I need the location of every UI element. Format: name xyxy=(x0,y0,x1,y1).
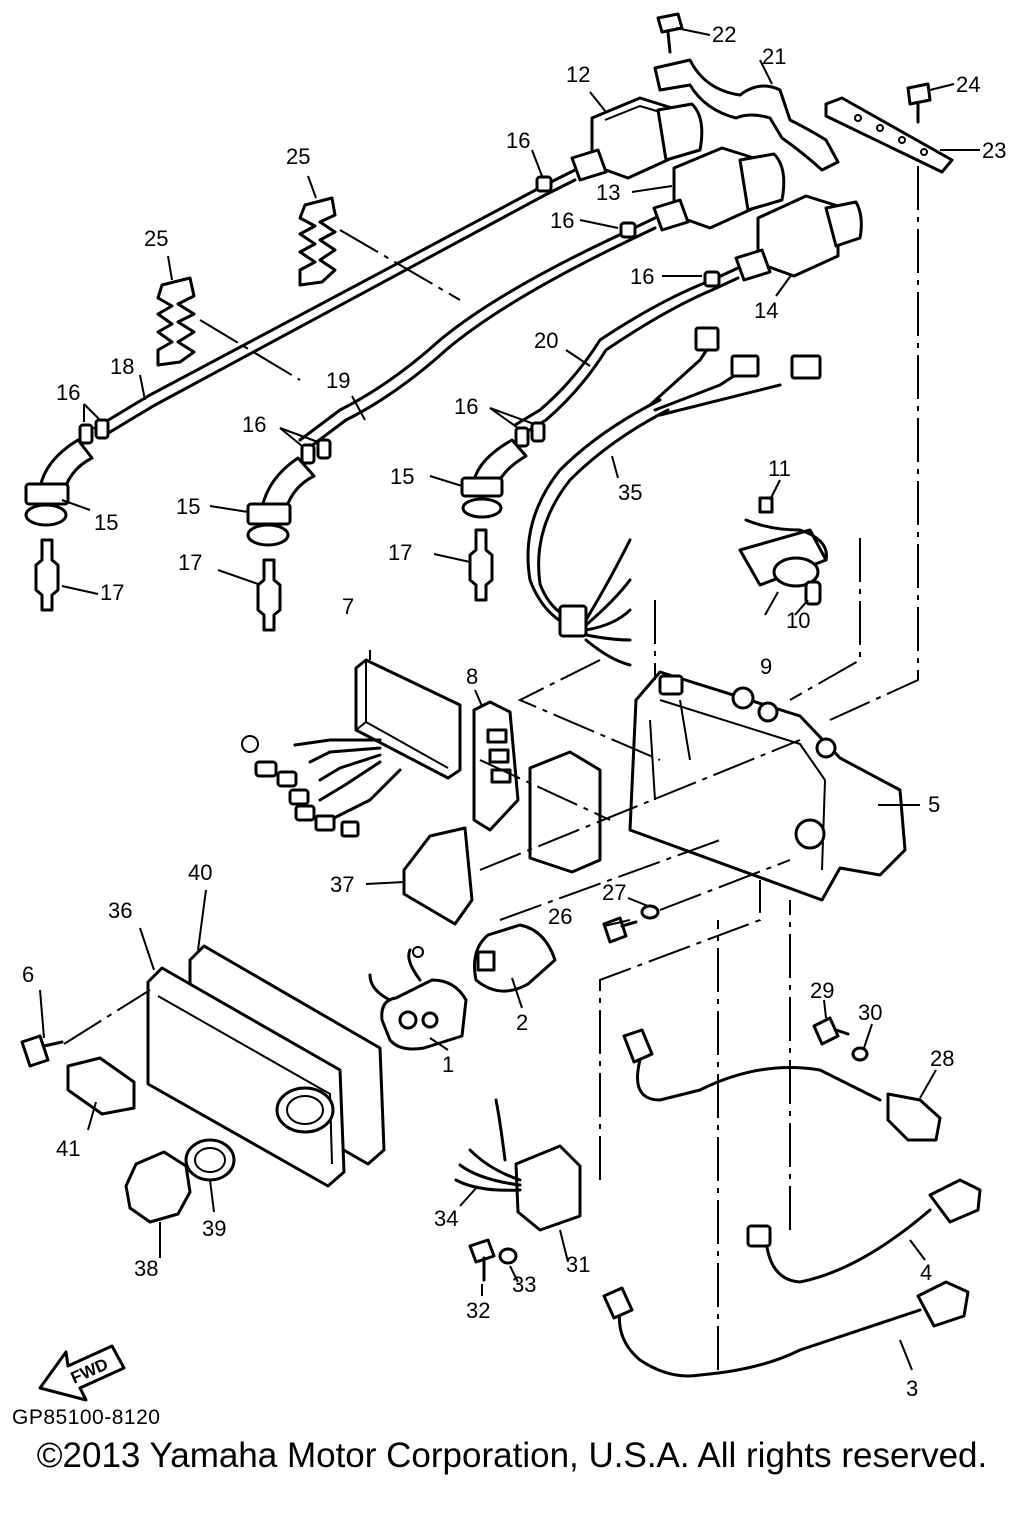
electrical-box-base-5[interactable] xyxy=(628,670,907,902)
lead-3[interactable] xyxy=(602,1280,970,1378)
callout-5: 5 xyxy=(928,792,940,817)
wire-clamp-25-lower[interactable] xyxy=(156,276,196,367)
cover-37[interactable] xyxy=(402,826,474,926)
callout-28: 28 xyxy=(930,1046,954,1071)
exploded-parts-diagram: 1 2 3 4 5 6 7 8 9 10 11 12 13 14 15 15 1… xyxy=(20,12,1006,1402)
callout-15b: 15 xyxy=(176,494,200,519)
callout-8: 8 xyxy=(466,664,478,689)
wire-clamp-25-upper[interactable] xyxy=(298,196,337,287)
callout-36: 36 xyxy=(108,898,132,923)
callout-17c: 17 xyxy=(388,540,412,565)
callout-16c: 16 xyxy=(630,264,654,289)
cdi-unit-7[interactable] xyxy=(241,658,462,838)
callout-21: 21 xyxy=(762,44,786,69)
callout-16f: 16 xyxy=(454,394,478,419)
forward-direction-arrow: FWD xyxy=(38,1344,126,1402)
washer-27[interactable] xyxy=(640,904,660,920)
ignition-coil-13[interactable] xyxy=(652,146,786,232)
lead-4[interactable] xyxy=(746,1178,982,1284)
filler-cap-38[interactable] xyxy=(124,1150,192,1224)
copyright-notice: ©2013 Yamaha Motor Corporation, U.S.A. A… xyxy=(36,1436,988,1475)
spark-plug-lead-18[interactable] xyxy=(93,168,577,440)
starter-relay-11[interactable] xyxy=(738,496,828,588)
callout-25a: 25 xyxy=(286,144,310,169)
switch-2[interactable] xyxy=(473,923,557,993)
thermo-sensor-28[interactable] xyxy=(622,1028,942,1142)
ignition-coil-12[interactable] xyxy=(570,96,704,182)
bolt-22[interactable] xyxy=(656,12,684,54)
callout-10: 10 xyxy=(786,608,810,633)
leader-lines xyxy=(39,27,980,1371)
callout-4: 4 xyxy=(920,1260,932,1285)
callout-17b: 17 xyxy=(178,550,202,575)
starter-solenoid-1[interactable] xyxy=(368,946,468,1051)
callout-11: 11 xyxy=(768,456,791,481)
rectifier-31[interactable] xyxy=(454,1098,582,1232)
plug-caps-15[interactable] xyxy=(24,438,528,547)
spark-plug-lead-19[interactable] xyxy=(298,216,657,452)
washer-30[interactable] xyxy=(851,1046,869,1062)
callout-30: 30 xyxy=(858,1000,882,1025)
bolt-32[interactable] xyxy=(468,1238,496,1282)
callout-17a: 17 xyxy=(100,580,124,605)
callout-7: 7 xyxy=(342,594,354,619)
callout-39: 39 xyxy=(202,1216,226,1241)
cover-36[interactable] xyxy=(146,966,346,1188)
bolt-29[interactable] xyxy=(812,1016,850,1046)
callout-18: 18 xyxy=(110,354,134,379)
callout-22: 22 xyxy=(712,22,736,47)
callout-32: 32 xyxy=(466,1298,490,1323)
callout-3: 3 xyxy=(906,1376,918,1401)
callout-33: 33 xyxy=(512,1272,536,1297)
callout-24: 24 xyxy=(956,72,980,97)
callout-14: 14 xyxy=(754,298,778,323)
fuse-holder-9[interactable] xyxy=(804,580,822,606)
plate-23[interactable] xyxy=(824,96,954,174)
callout-19: 19 xyxy=(326,368,350,393)
callout-16e: 16 xyxy=(242,412,266,437)
callout-15c: 15 xyxy=(390,464,414,489)
wire-harness-35[interactable] xyxy=(526,326,822,667)
callout-20: 20 xyxy=(534,328,558,353)
callout-37: 37 xyxy=(330,872,354,897)
callout-35: 35 xyxy=(618,480,642,505)
callout-16b: 16 xyxy=(550,208,574,233)
washer-33[interactable] xyxy=(498,1247,518,1265)
spark-plug-lead-20[interactable] xyxy=(513,266,740,437)
drawing-code: GP85100-8120 xyxy=(12,1406,161,1429)
callout-6: 6 xyxy=(22,962,34,987)
grommets-16[interactable] xyxy=(78,175,721,465)
bolt-6[interactable] xyxy=(20,1034,64,1068)
callout-26: 26 xyxy=(548,904,572,929)
callout-12: 12 xyxy=(566,62,590,87)
callout-38: 38 xyxy=(134,1256,158,1281)
callout-31: 31 xyxy=(566,1252,590,1277)
callout-1: 1 xyxy=(442,1052,454,1077)
callout-34: 34 xyxy=(434,1206,458,1231)
bolt-24[interactable] xyxy=(906,82,932,124)
callout-15a: 15 xyxy=(94,510,118,535)
callout-9: 9 xyxy=(760,654,772,679)
callout-13: 13 xyxy=(596,180,620,205)
spark-plugs-17[interactable] xyxy=(34,528,494,632)
coil-bracket-21[interactable] xyxy=(653,58,840,172)
callout-16a: 16 xyxy=(506,128,530,153)
label-41[interactable] xyxy=(66,1056,136,1116)
callout-25b: 25 xyxy=(144,226,168,251)
callout-41: 41 xyxy=(56,1136,80,1161)
callout-2: 2 xyxy=(516,1010,528,1035)
callout-29: 29 xyxy=(810,978,834,1003)
callout-27: 27 xyxy=(602,880,626,905)
assembly-lines xyxy=(63,166,919,1370)
callout-numbers: 1 2 3 4 5 6 7 8 9 10 11 12 13 14 15 15 1… xyxy=(22,22,1006,1401)
seal-39[interactable] xyxy=(184,1138,236,1182)
callout-23: 23 xyxy=(982,138,1006,163)
callout-40: 40 xyxy=(188,860,212,885)
callout-16d: 16 xyxy=(56,380,80,405)
ignition-coil-14[interactable] xyxy=(734,194,863,282)
